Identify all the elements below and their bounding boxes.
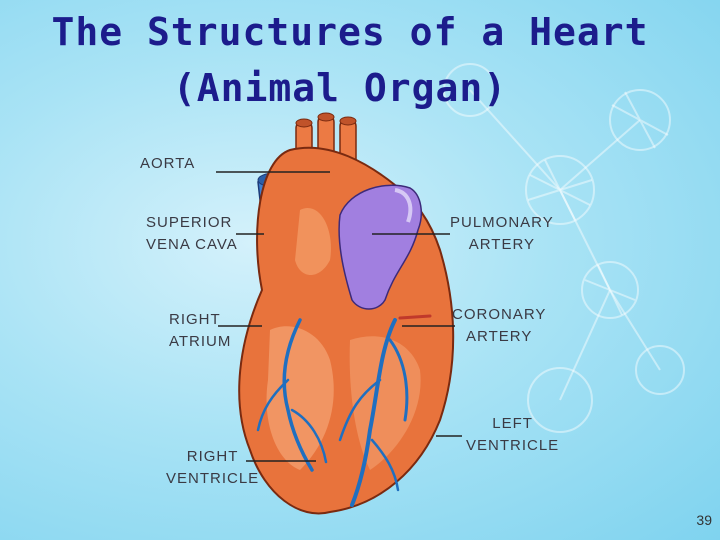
label-right-atrium-line-1: RIGHT xyxy=(169,311,221,328)
slide-title-line-2: (Animal Organ) xyxy=(172,66,508,110)
label-leader-lines xyxy=(216,171,462,462)
label-right-ventricle-line-2: VENTRICLE xyxy=(166,470,260,487)
label-right-ventricle: RIGHT VENTRICLE xyxy=(166,446,259,490)
label-coronary-artery: CORONARY ARTERY xyxy=(452,304,546,348)
label-right-atrium-line-2: ATRIUM xyxy=(169,333,232,350)
label-aorta: AORTA xyxy=(140,153,195,175)
label-right-atrium: RIGHT ATRIUM xyxy=(169,309,231,353)
page-number: 39 xyxy=(696,512,712,528)
label-pulmonary-artery-line-2: ARTERY xyxy=(468,236,536,253)
label-coronary-artery-line-1: CORONARY xyxy=(452,306,547,323)
label-left-ventricle-line-1: LEFT xyxy=(492,415,533,432)
label-left-ventricle: LEFT VENTRICLE xyxy=(466,413,559,457)
label-left-ventricle-line-2: VENTRICLE xyxy=(466,437,560,454)
label-pulmonary-artery: PULMONARY ARTERY xyxy=(450,212,554,256)
label-aorta-text: AORTA xyxy=(140,155,196,172)
coronary-vessels xyxy=(256,314,432,507)
pulmonary-artery-shape xyxy=(338,184,423,310)
label-superior-vena-cava: SUPERIOR VENA CAVA xyxy=(146,212,238,256)
slide-title-line-1: The Structures of a Heart xyxy=(51,10,649,54)
label-right-ventricle-line-1: RIGHT xyxy=(186,448,239,465)
label-superior-vena-cava-line-2: VENA CAVA xyxy=(146,236,238,253)
label-pulmonary-artery-line-1: PULMONARY xyxy=(450,214,554,231)
label-superior-vena-cava-line-1: SUPERIOR xyxy=(146,214,233,231)
label-coronary-artery-line-2: ARTERY xyxy=(466,328,533,345)
